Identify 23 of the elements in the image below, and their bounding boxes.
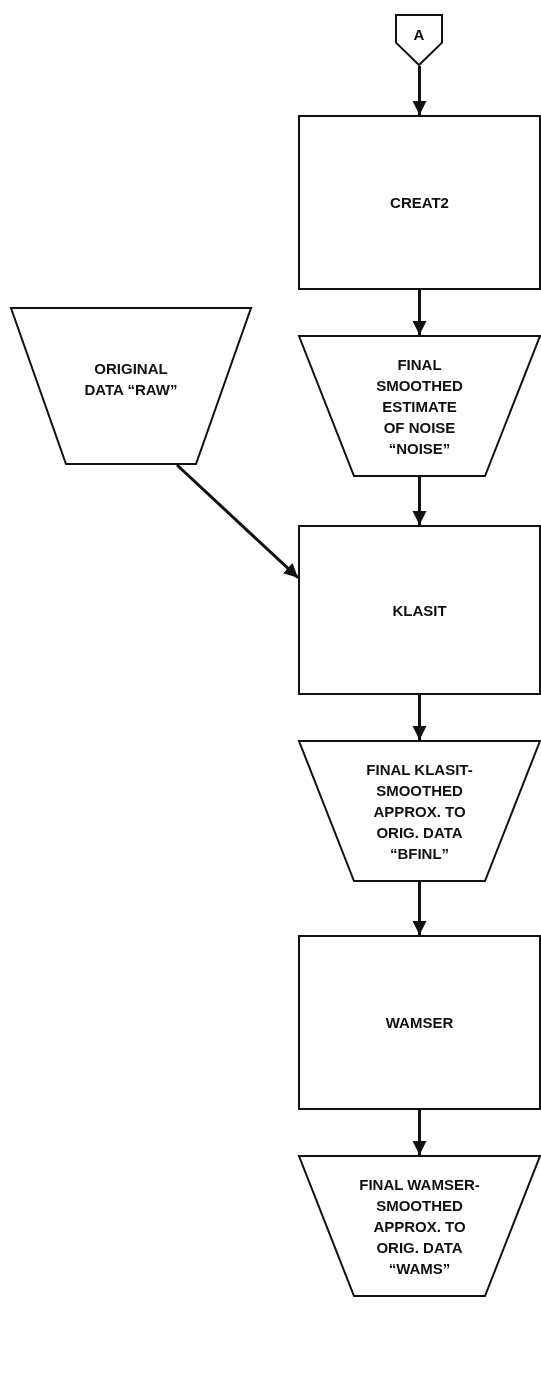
node-text: WAMSER	[384, 1013, 455, 1033]
data-trapezoid	[298, 335, 541, 477]
node-text: FINAL SMOOTHED ESTIMATE OF NOISE “NOISE”	[375, 354, 464, 459]
process-box	[298, 525, 541, 695]
arrow	[412, 477, 427, 525]
arrow	[412, 1110, 427, 1155]
node-text: CREAT2	[389, 193, 450, 213]
connector-pentagon	[395, 14, 443, 66]
data-trapezoid	[10, 307, 252, 465]
data-trapezoid	[298, 1155, 541, 1297]
arrow	[175, 463, 300, 579]
node-text: A	[412, 24, 426, 45]
node-text: ORIGINAL DATA “RAW”	[83, 359, 179, 400]
node-text: FINAL KLASIT-SMOOTHED APPROX. TO ORIG. DATA “BFINL”	[365, 759, 474, 864]
node-text: FINAL WAMSER-SMOOTHED APPROX. TO ORIG. DATA “WAMS”	[358, 1174, 481, 1279]
process-box	[298, 115, 541, 290]
data-trapezoid	[298, 740, 541, 882]
arrow	[412, 290, 427, 335]
node-text: KLASIT	[391, 600, 448, 621]
arrow	[412, 66, 427, 115]
process-box	[298, 935, 541, 1110]
arrow	[412, 695, 427, 740]
arrow	[412, 882, 427, 935]
